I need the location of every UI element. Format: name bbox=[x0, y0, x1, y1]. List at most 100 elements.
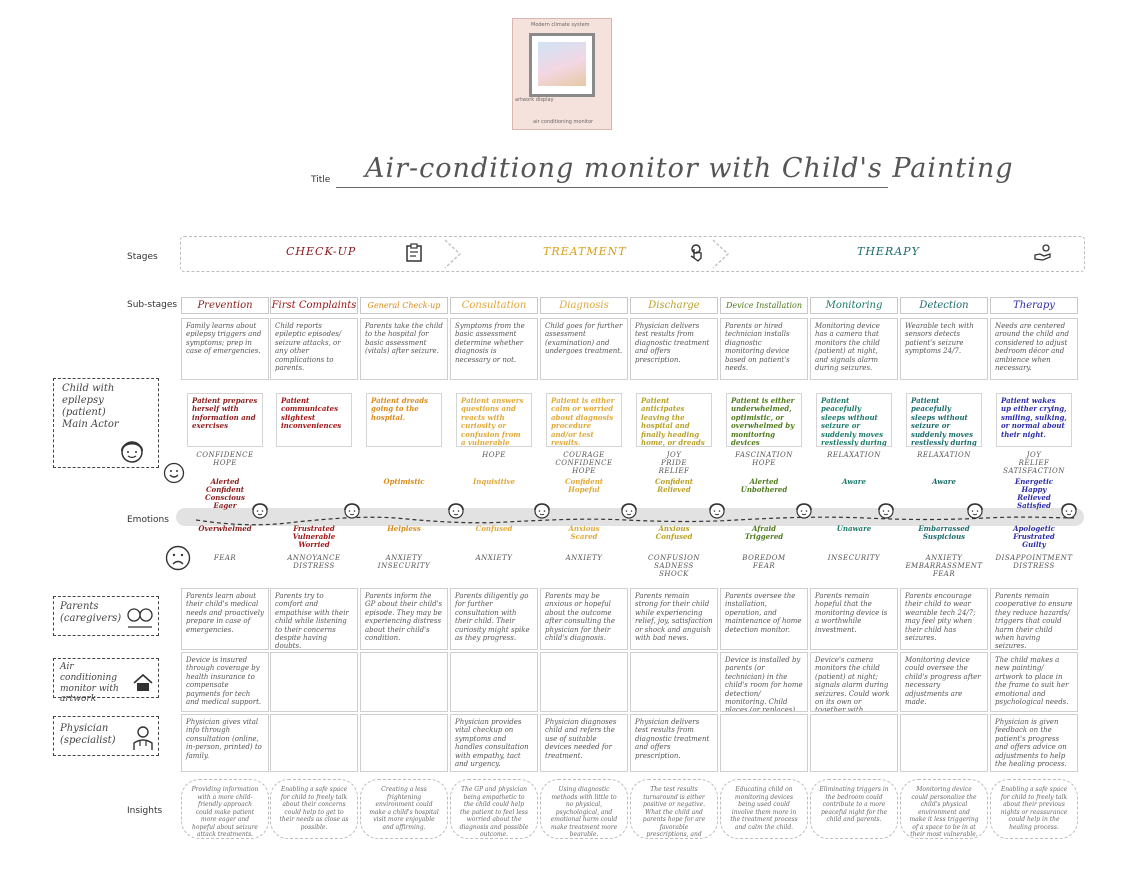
emotion-label-high: JOY RELIEF SATISFACTION bbox=[1003, 451, 1065, 476]
stage-checkup: CHECK-UP bbox=[286, 245, 357, 258]
physician-cell: Physician provides vital checkup on symp… bbox=[450, 714, 538, 772]
happy-face-icon bbox=[163, 462, 185, 484]
substage-prevention: Prevention bbox=[181, 297, 269, 314]
emotion-negative: Frustrated Vulnerable Worried bbox=[292, 524, 336, 550]
emotion-label-high: FASCINATION HOPE bbox=[735, 451, 793, 468]
parents-cell: Parents try to comfort and empathise wit… bbox=[270, 588, 358, 650]
physician-cell bbox=[720, 714, 808, 772]
stage-therapy: THERAPY bbox=[857, 245, 920, 258]
emotion-positive: Optimistic bbox=[383, 477, 425, 486]
emotion-label-low: ANXIETY bbox=[565, 554, 603, 562]
substage-discharge: Discharge bbox=[630, 297, 718, 314]
face-icon bbox=[709, 503, 725, 519]
parents-cell: Parents may be anxious or hopeful about … bbox=[540, 588, 628, 650]
actor-patient-label: Child with epilepsy (patient) Main Actor bbox=[62, 383, 119, 430]
emotion-positive: Aware bbox=[932, 477, 956, 486]
emotion-positive: Alerted Confident Conscious Eager bbox=[205, 477, 245, 511]
emotion-negative: Anxious Confused bbox=[655, 524, 693, 542]
emotion-label-low: ANXIETY bbox=[475, 554, 513, 562]
actor-parents-label: Parents (caregivers) bbox=[60, 601, 122, 624]
physician-cell bbox=[900, 714, 988, 772]
parents-cell: Parents learn about their child's medica… bbox=[181, 588, 269, 650]
parents-cell: Parents diligently go for further consul… bbox=[450, 588, 538, 650]
patient-note: Patient peacefully sleeps without seizur… bbox=[906, 393, 982, 447]
device-cell: Device's camera monitors the child (pati… bbox=[810, 652, 898, 712]
actor-patient-box: Child with epilepsy (patient) Main Actor bbox=[53, 378, 159, 468]
face-icon bbox=[878, 503, 894, 519]
parents-cell: Parents encourage their child to wear we… bbox=[900, 588, 988, 650]
physician-cell bbox=[360, 714, 448, 772]
sketch-caption-bottom: air conditioning monitor bbox=[533, 119, 594, 125]
emotion-positive: Alerted Unbothered bbox=[740, 477, 788, 495]
parents-cell: Parents remain cooperative to ensure the… bbox=[990, 588, 1078, 650]
emotion-curve bbox=[195, 516, 1077, 526]
title-label: Title bbox=[311, 175, 331, 185]
emotion-negative: Embarrassed Suspicious bbox=[918, 524, 970, 542]
physician-cell: Physician diagnoses child and refers the… bbox=[540, 714, 628, 772]
emotion-label-low: ANXIETY EMBARRASSMENT FEAR bbox=[905, 554, 983, 579]
face-icon bbox=[344, 503, 360, 519]
emotion-label-high: RELAXATION bbox=[827, 451, 881, 459]
description-cell: Needs are centered around the child and … bbox=[990, 318, 1078, 380]
substage-monitoring: Monitoring bbox=[810, 297, 898, 314]
actor-device-box: Air conditioning monitor with artwork bbox=[53, 658, 159, 704]
emotion-positive: Confident Hopeful bbox=[564, 477, 604, 495]
emotion-label-high: JOY PRIDE RELIEF bbox=[658, 451, 690, 476]
sketch-caption-left: artwork display bbox=[515, 97, 554, 103]
stage-divider bbox=[712, 239, 730, 269]
device-cell bbox=[540, 652, 628, 712]
substage-detection: Detection bbox=[900, 297, 988, 314]
emotion-negative: Overwhelmed bbox=[198, 524, 252, 533]
patient-note: Patient communicates slightest inconveni… bbox=[276, 393, 352, 447]
patient-note: Patient prepares herself with informatio… bbox=[187, 393, 263, 447]
sad-face-icon bbox=[165, 545, 191, 571]
insight-bubble: Eliminating triggers in the bedroom coul… bbox=[810, 779, 898, 839]
substage-general-check-up: General Check-up bbox=[360, 297, 448, 314]
clipboard-icon bbox=[406, 243, 422, 262]
description-cell: Symptoms from the basic assessment deter… bbox=[450, 318, 538, 380]
emotion-label-high: RELAXATION bbox=[917, 451, 971, 459]
row-label-substages: Sub-stages bbox=[127, 300, 178, 310]
description-cell: Physician delivers test results from dia… bbox=[630, 318, 718, 380]
insight-bubble: Educating child on monitoring devices be… bbox=[720, 779, 808, 839]
substage-therapy: Therapy bbox=[990, 297, 1078, 314]
patient-note: Patient is either calm or worried about … bbox=[546, 393, 622, 447]
device-cell bbox=[630, 652, 718, 712]
description-cell: Child goes for further assessment (exami… bbox=[540, 318, 628, 380]
emotion-negative: Unaware bbox=[836, 524, 872, 533]
emotion-label-high: COURAGE CONFIDENCE HOPE bbox=[555, 451, 613, 476]
row-label-insights: Insights bbox=[127, 806, 163, 816]
physician-cell bbox=[810, 714, 898, 772]
actor-physician-label: Physician (specialist) bbox=[60, 723, 116, 746]
insight-bubble: Enabling a safe space for child to freel… bbox=[990, 779, 1078, 839]
insight-bubble: Providing information with a more child-… bbox=[181, 779, 269, 839]
substage-first-complaints: First Complaints bbox=[270, 297, 358, 314]
face-icon bbox=[796, 503, 812, 519]
description-cell: Monitoring device has a camera that moni… bbox=[810, 318, 898, 380]
stage-treatment: TREATMENT bbox=[543, 245, 627, 258]
insight-bubble: Creating a less frightening environment … bbox=[360, 779, 448, 839]
sketch-painting bbox=[538, 42, 586, 86]
parents-cell: Parents oversee the installation, operat… bbox=[720, 588, 808, 650]
title-underline bbox=[336, 187, 888, 188]
concept-sketch: Modern climate system artwork display ai… bbox=[512, 18, 612, 130]
emotion-negative: Confused bbox=[475, 524, 513, 533]
patient-note: Patient anticipates leaving the hospital… bbox=[636, 393, 712, 447]
sketch-frame bbox=[529, 33, 595, 97]
face-icon bbox=[448, 503, 464, 519]
face-icon bbox=[621, 503, 637, 519]
insight-bubble: Monitoring device could personalize the … bbox=[900, 779, 988, 839]
actor-parents-box: Parents (caregivers) bbox=[53, 596, 159, 636]
page-title: Air-conditiong monitor with Child's Pain… bbox=[365, 153, 1014, 184]
description-cell: Child reports epileptic episodes/ seizur… bbox=[270, 318, 358, 380]
emotion-label-high: HOPE bbox=[482, 451, 506, 459]
actor-physician-box: Physician (specialist) bbox=[53, 716, 159, 756]
patient-note: Patient dreads going to the hospital. bbox=[366, 393, 442, 447]
device-cell bbox=[360, 652, 448, 712]
patient-note: Patient is either underwhelmed, optimist… bbox=[726, 393, 802, 447]
patient-note: Patient wakes up either crying, smiling,… bbox=[996, 393, 1072, 447]
physician-cell: Physician is given feedback on the patie… bbox=[990, 714, 1078, 772]
emotion-label-low: FEAR bbox=[213, 554, 237, 562]
description-cell: Family learns about epilepsy triggers an… bbox=[181, 318, 269, 380]
parents-cell: Parents inform the GP about their child'… bbox=[360, 588, 448, 650]
